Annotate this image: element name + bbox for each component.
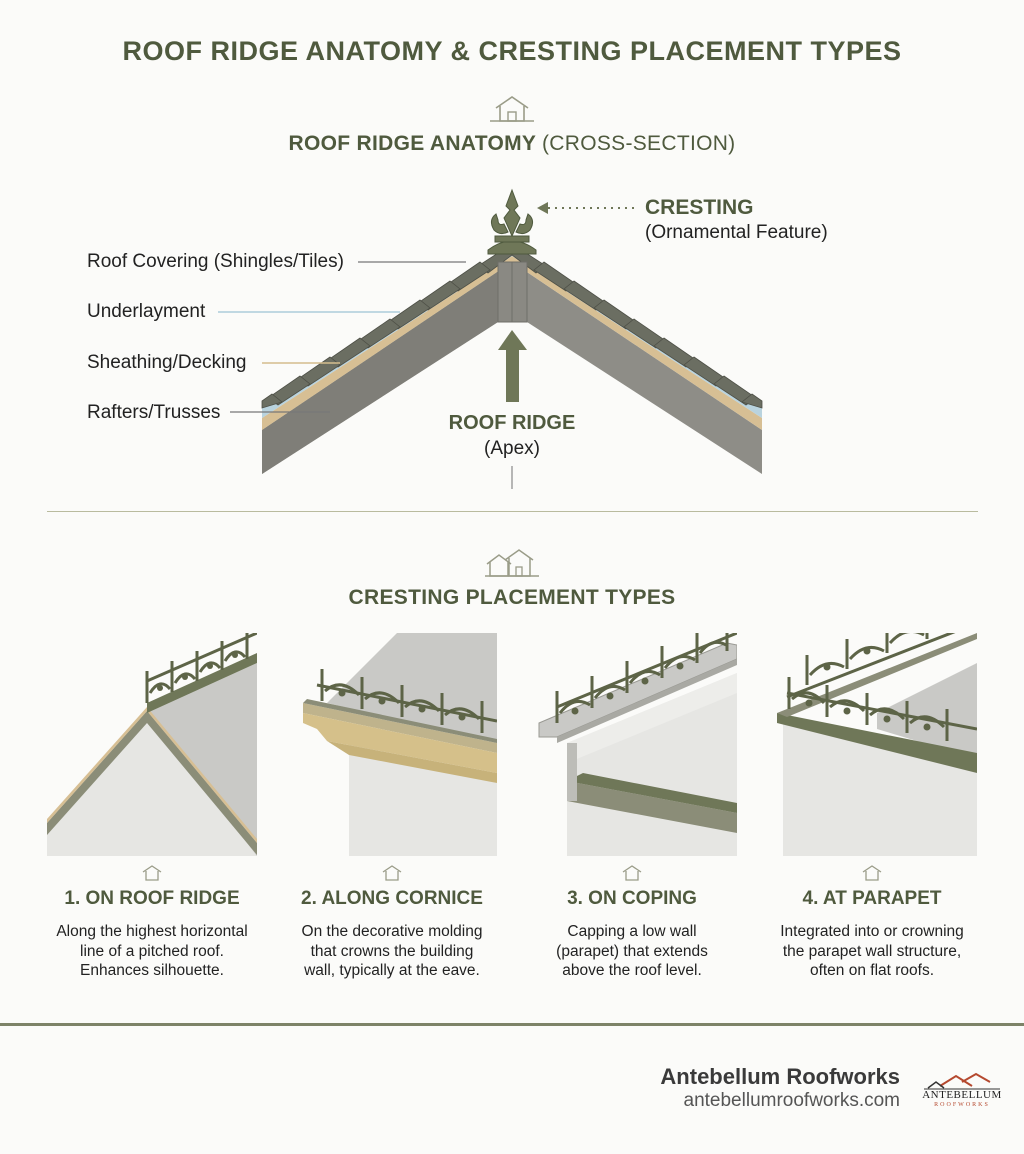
type-desc-parapet: Integrated into or crowning the parapet …: [757, 922, 987, 981]
logo-subtext: ROOFWORKS: [934, 1102, 990, 1108]
roof-cross-section-diagram: [218, 188, 763, 489]
ridge-label: ROOF RIDGE: [448, 412, 576, 434]
panel-along-cornice: [287, 633, 497, 856]
house-icon: [862, 865, 882, 881]
desc-line: Along the highest horizontal: [56, 923, 248, 940]
desc-line: Enhances silhouette.: [80, 962, 224, 979]
house-icon: [0, 94, 1024, 129]
layer-label-underlayment: Underlayment: [87, 301, 206, 322]
page-title: ROOF RIDGE ANATOMY & CRESTING PLACEMENT …: [122, 36, 902, 66]
desc-line: (parapet) that extends: [556, 942, 708, 960]
cresting-ornament: [786, 633, 977, 741]
anatomy-heading-suffix: (CROSS-SECTION): [541, 132, 736, 155]
houses-icon: [0, 548, 1024, 583]
panel-at-parapet: [767, 633, 977, 856]
type-desc-cornice: On the decorative molding that crowns th…: [277, 922, 507, 981]
desc-line: On the decorative molding: [301, 923, 483, 940]
type-desc-coping: Capping a low wall (parapet) that extend…: [517, 922, 747, 981]
panel-on-roof-ridge: [47, 633, 257, 856]
desc-line: Capping a low wall: [567, 923, 697, 940]
desc-line: the parapet wall structure,: [782, 942, 962, 960]
type-title-roof-ridge: 1. ON ROOF RIDGE: [64, 888, 240, 909]
house-icon: [622, 865, 642, 881]
layer-label-rafters: Rafters/Trusses: [87, 402, 221, 423]
layer-label-covering: Roof Covering (Shingles/Tiles): [87, 251, 344, 272]
brand-logo: ANTEBELLUM ROOFWORKS: [922, 1072, 1002, 1116]
desc-line: that crowns the building: [310, 942, 474, 960]
section-divider: [47, 511, 978, 512]
type-title-coping: 3. ON COPING: [567, 888, 697, 909]
shingles-right: [511, 243, 763, 409]
type-title-cornice: 2. ALONG CORNICE: [301, 888, 483, 909]
cresting-sublabel: (Ornamental Feature): [645, 222, 828, 243]
desc-line: above the roof level.: [562, 962, 702, 979]
type-title-parapet: 4. AT PARAPET: [802, 888, 942, 909]
anatomy-heading-main: ROOF RIDGE ANATOMY: [288, 132, 536, 155]
cresting-ornament: [145, 633, 257, 703]
layer-label-sheathing: Sheathing/Decking: [87, 352, 247, 373]
brand-name: Antebellum Roofworks: [660, 1064, 900, 1089]
anatomy-heading: ROOF RIDGE ANATOMY (CROSS-SECTION): [0, 132, 1024, 156]
desc-line: line of a pitched roof.: [80, 942, 224, 960]
cresting-label: CRESTING: [645, 196, 754, 219]
cresting-ornament: [316, 669, 497, 733]
house-icon: [382, 865, 402, 881]
house-icon: [142, 865, 162, 881]
desc-line: wall, typically at the eave.: [304, 962, 480, 979]
shingles-left: [261, 243, 513, 409]
desc-line: often on flat roofs.: [809, 962, 935, 979]
type-desc-roof-ridge: Along the highest horizontal line of a p…: [37, 922, 267, 981]
brand-url[interactable]: antebellumroofworks.com: [683, 1090, 900, 1111]
desc-line: Integrated into or crowning: [780, 923, 964, 940]
placement-heading: CRESTING PLACEMENT TYPES: [348, 586, 676, 609]
ridge-sublabel: (Apex): [484, 438, 540, 459]
cresting-ornament: [555, 633, 737, 723]
cresting-finial: [487, 188, 537, 255]
ridge-arrow: [506, 348, 519, 402]
panel-on-coping: [527, 633, 737, 856]
footer-divider: [0, 1023, 1024, 1026]
logo-text: ANTEBELLUM: [922, 1089, 1002, 1101]
